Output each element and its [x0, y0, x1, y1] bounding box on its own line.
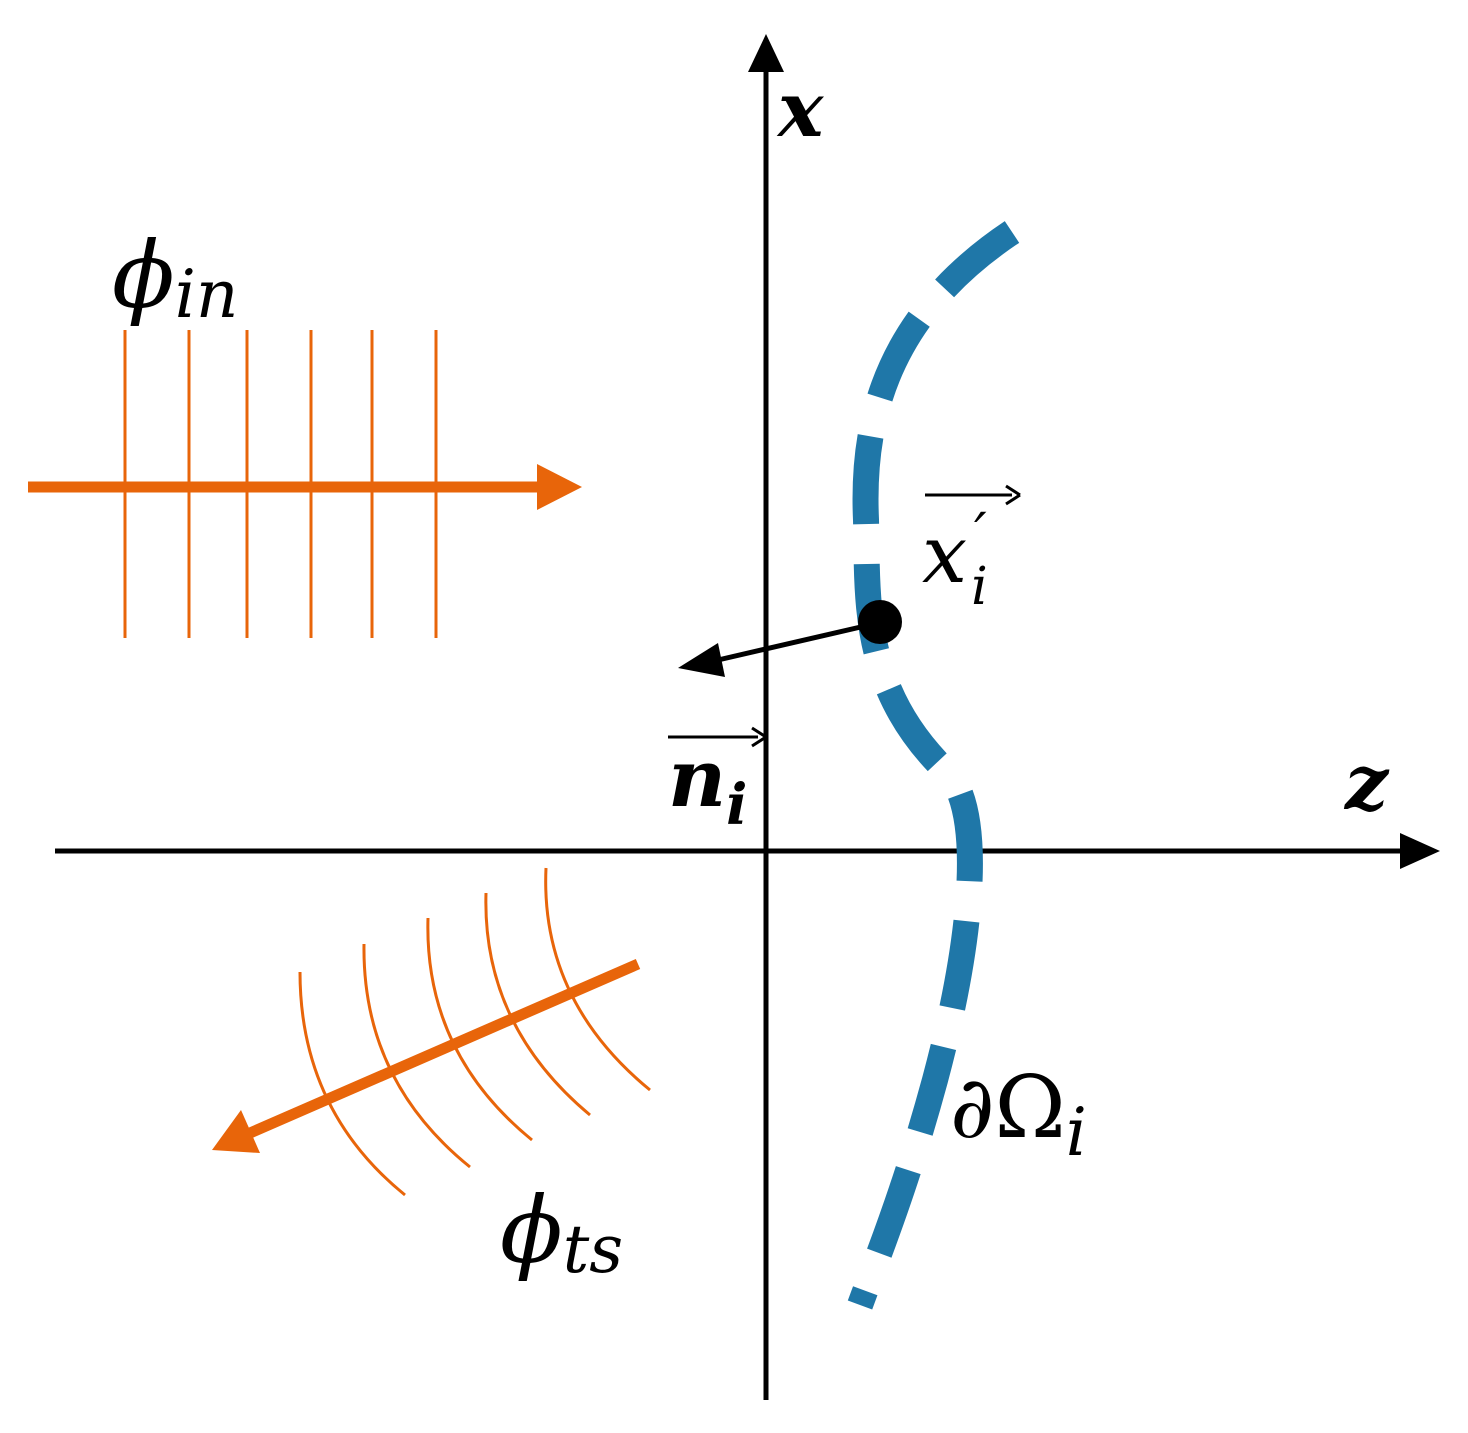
- normal-symbol: n: [668, 731, 727, 825]
- phi-in-symbol: ϕ: [112, 222, 175, 329]
- scattered-wave: [212, 867, 651, 1197]
- incident-wave: [28, 330, 582, 638]
- phi-ts-symbol: ϕ: [500, 1177, 563, 1284]
- phi-ts-label: ϕts: [500, 1185, 623, 1283]
- incident-arrowhead: [537, 464, 582, 510]
- normal-label: ni: [668, 738, 747, 833]
- phi-ts-subscript: ts: [562, 1211, 624, 1288]
- point-prime: ′: [974, 502, 987, 567]
- boundary-symbol: ∂Ω: [950, 1058, 1066, 1158]
- vector-overline-n: [668, 726, 767, 748]
- boundary-subscript: i: [1065, 1094, 1087, 1171]
- z-axis-label: z: [1345, 738, 1389, 827]
- point-subscript: i: [971, 557, 988, 617]
- boundary-point: [858, 600, 902, 644]
- point-label: x′i: [922, 507, 988, 614]
- scattered-direction-arrow: [247, 958, 641, 1139]
- vector-overline-x: [925, 484, 1021, 506]
- scattered-arrowhead: [212, 1110, 260, 1153]
- normal-arrow: [717, 620, 879, 663]
- coordinate-axes: [55, 34, 1440, 1400]
- boundary-label: ∂Ωi: [950, 1065, 1087, 1166]
- normal-subscript: i: [726, 772, 748, 838]
- z-axis-arrowhead: [1400, 833, 1440, 869]
- x-axis-label: x: [778, 65, 824, 154]
- normal-arrowhead: [678, 643, 725, 677]
- phi-in-label: ϕin: [112, 230, 238, 328]
- x-axis-arrowhead: [748, 34, 784, 72]
- point-symbol: x: [922, 508, 968, 601]
- phi-in-subscript: in: [174, 256, 239, 333]
- normal-vector: [678, 620, 879, 677]
